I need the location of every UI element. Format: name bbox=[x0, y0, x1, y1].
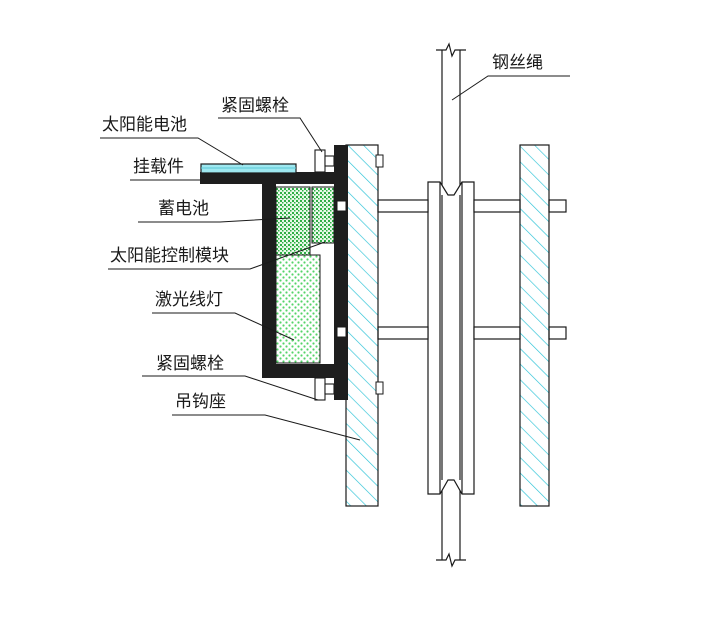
label-hook-seat: 吊钩座 bbox=[175, 392, 226, 412]
label-battery: 蓄电池 bbox=[158, 199, 209, 219]
label-mount-piece: 挂载件 bbox=[133, 157, 184, 177]
label-laser-lamp: 激光线灯 bbox=[155, 290, 223, 310]
top-bolt bbox=[314, 149, 335, 173]
right-side-plate bbox=[519, 144, 550, 507]
hook-seat-plate bbox=[345, 144, 379, 507]
leader-lines bbox=[100, 75, 570, 441]
bottom-bolt bbox=[314, 377, 335, 401]
battery bbox=[275, 186, 311, 256]
label-tightening-bolt-top: 紧固螺栓 bbox=[221, 96, 289, 116]
label-wire-rope: 钢丝绳 bbox=[492, 53, 543, 73]
solar-controller-box bbox=[311, 186, 335, 244]
pulley bbox=[427, 181, 475, 495]
axles bbox=[377, 199, 567, 340]
label-solar-panel: 太阳能电池 bbox=[102, 115, 187, 135]
label-solar-controller: 太阳能控制模块 bbox=[110, 246, 229, 266]
label-tightening-bolt-bottom: 紧固螺栓 bbox=[156, 354, 224, 374]
laser-lamp bbox=[275, 254, 321, 364]
